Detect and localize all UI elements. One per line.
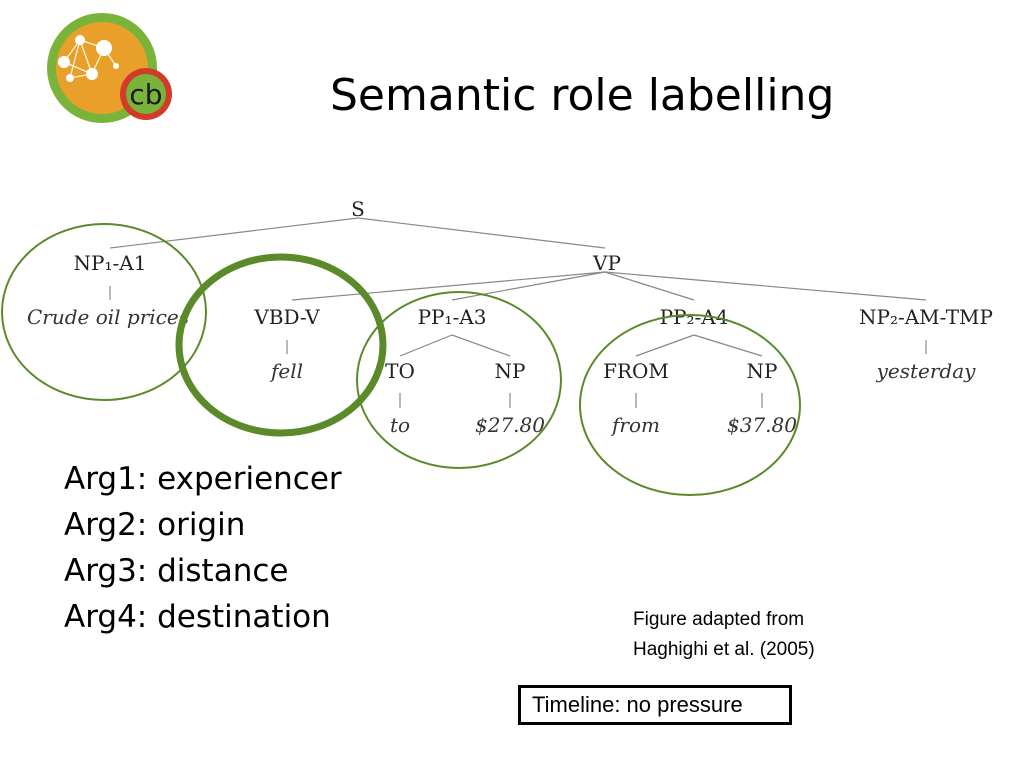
figure-credit: Figure adapted from Haghighi et al. (200… (633, 605, 815, 665)
tree-node-np-b: NP (747, 359, 778, 383)
tree-word-from: from (610, 413, 660, 437)
credit-line-1: Figure adapted from (633, 609, 805, 630)
circle-arg3 (356, 291, 562, 469)
parse-tree-branches (109, 217, 927, 408)
tree-node-pp1-a3: PP₁-A3 (418, 305, 487, 329)
arg-line: Arg2: origin (64, 507, 246, 543)
tree-node-np2-am-tmp: NP₂-AM-TMP (859, 305, 993, 329)
tree-word-fell: fell (269, 359, 303, 383)
tree-node-to: TO (385, 359, 415, 383)
logo-nodes (58, 35, 119, 82)
tree-node-vbd-v: VBD-V (253, 305, 320, 329)
arg-line: Arg3: distance (64, 553, 289, 589)
tree-word-27-80: $27.80 (475, 413, 545, 437)
logo-text: cb (129, 78, 162, 111)
tree-node-vp: VP (592, 251, 621, 275)
tree-word-to: to (390, 413, 410, 437)
slide-title: Semantic role labelling (330, 70, 835, 121)
circle-arg1 (1, 223, 207, 401)
role-circles (1, 223, 801, 496)
logo-badge-inner (126, 74, 166, 114)
tree-node-np-a: NP (495, 359, 526, 383)
tree-word-yesterday: yesterday (876, 359, 977, 383)
tree-node-from: FROM (603, 359, 669, 383)
circle-verb (175, 253, 387, 437)
tree-node-s: S (351, 197, 365, 221)
arg-line: Arg1: experiencer (64, 461, 342, 497)
tree-node-np1-a1: NP₁-A1 (74, 251, 147, 275)
circle-arg4 (579, 314, 801, 496)
tree-word-crude-oil-prices: Crude oil prices (27, 305, 189, 329)
argument-legend: Arg1: experiencer Arg2: origin Arg3: dis… (64, 456, 342, 640)
arg-line: Arg4: destination (64, 599, 331, 635)
credit-line-2: Haghighi et al. (2005) (633, 639, 815, 660)
timeline-box: Timeline: no pressure (518, 685, 792, 725)
tree-word-37-80: $37.80 (727, 413, 797, 437)
cb-logo: cb (47, 13, 172, 123)
